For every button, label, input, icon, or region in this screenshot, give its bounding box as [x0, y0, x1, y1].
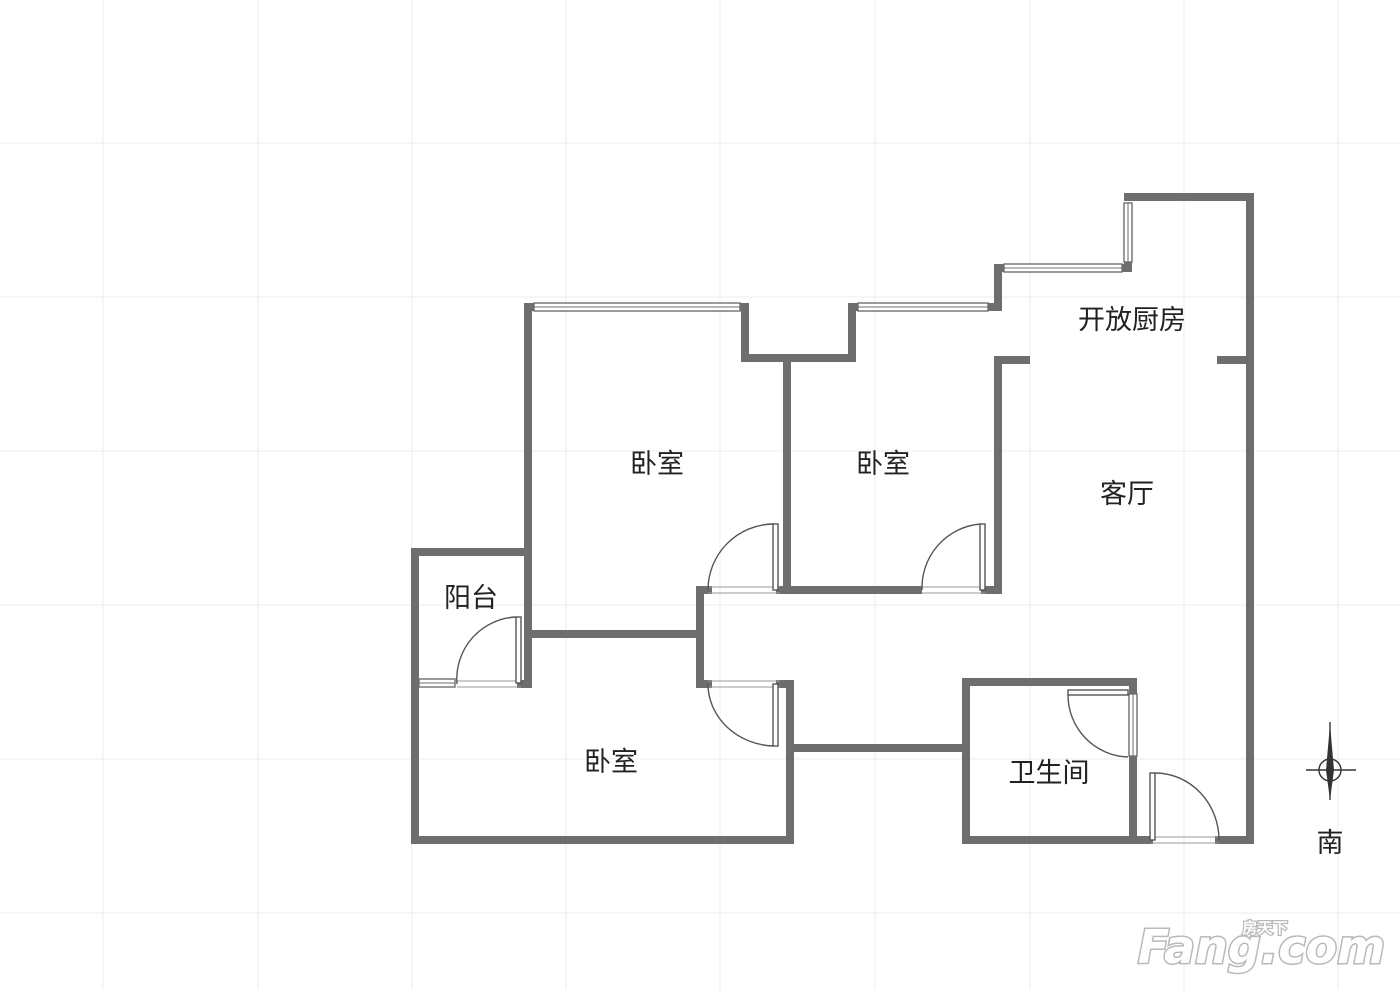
label-bedroom-1: 卧室: [630, 449, 684, 480]
label-bedroom-2: 卧室: [856, 449, 910, 480]
door-entrance: [1149, 772, 1220, 844]
room-labels: 开放厨房 卧室 卧室 客厅 阳台 卧室 卫生间: [444, 305, 1186, 789]
watermark-brand: Fang.com: [1138, 920, 1385, 974]
door-bedroom-2: [921, 523, 986, 594]
corridor-west-wall: [696, 586, 791, 688]
walls: [411, 193, 1254, 844]
door-bedroom-3: [707, 680, 780, 747]
door-bedroom-1: [707, 523, 780, 594]
label-balcony: 阳台: [444, 583, 498, 614]
compass-direction-label: 南: [1317, 828, 1344, 859]
watermark: Fang.com 房天下: [1136, 918, 1386, 976]
door-balcony: [456, 616, 522, 688]
balcony-east-wall: [517, 548, 532, 688]
doors: [456, 523, 1220, 844]
outer-wall: [411, 193, 1254, 844]
label-open-kitchen: 开放厨房: [1078, 305, 1186, 336]
door-bathroom: [1067, 689, 1129, 758]
windows: [418, 202, 1138, 757]
compass-needle-icon: [1326, 724, 1334, 800]
label-living-room: 客厅: [1100, 479, 1154, 510]
watermark-brand-cn: 房天下: [1242, 919, 1287, 937]
label-bathroom: 卫生间: [1009, 758, 1090, 789]
bedroom-3-east-wall: [776, 680, 794, 752]
label-bedroom-3: 卧室: [584, 747, 638, 778]
compass: 南: [1306, 722, 1356, 859]
